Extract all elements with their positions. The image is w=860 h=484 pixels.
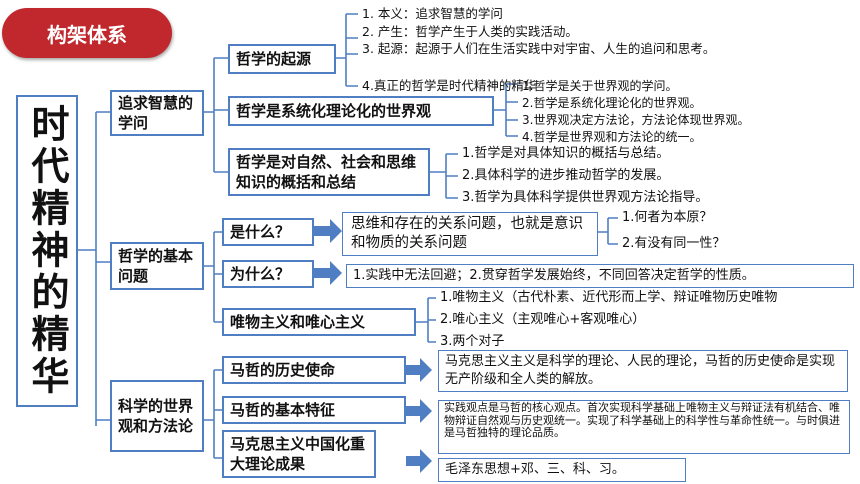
- system-box: 哲学是系统化理论化的世界观: [228, 96, 494, 126]
- schools-label: 唯物主义和唯心主义: [230, 313, 366, 331]
- features-label: 马哲的基本特征: [230, 401, 336, 419]
- arrow-icons: [314, 219, 432, 473]
- origin-label: 哲学的起源: [236, 50, 312, 68]
- section-3-label: 科学的世界观和方法论: [118, 397, 194, 435]
- system-item-2: 2.哲学是系统化理论化的世界观。: [522, 96, 702, 110]
- what-item-2: 2.有没有同一性？: [622, 236, 726, 251]
- summary-item-2: 2.具体科学的进步推动哲学的发展。: [462, 168, 670, 183]
- origin-item-2: 2. 产生：哲学产生于人类的实践活动。: [362, 24, 578, 39]
- origin-item-1: 1. 本义：追求智慧的学问: [362, 6, 503, 21]
- sinicization-label: 马克思主义中国化重大理论成果: [230, 435, 366, 473]
- why-label: 为什么？: [230, 265, 291, 283]
- arrow-icon-what: [314, 219, 342, 243]
- main-title: 时代精神的精华: [25, 104, 69, 398]
- summary-item-3: 3.哲学为具体科学提供世界观方法论指导。: [462, 190, 709, 205]
- origin-item-3: 3. 起源：起源于人们在生活实践中对宇宙、人生的追问和思考。: [362, 41, 716, 56]
- sinicization-text: 毛泽东思想+邓、三、科、习。: [438, 458, 686, 482]
- arrow-icon-mission: [406, 358, 432, 382]
- section-2-label: 哲学的基本问题: [118, 247, 194, 285]
- what-label: 是什么？: [230, 223, 291, 241]
- summary-box: 哲学是对自然、社会和思维知识的概括和总结: [228, 148, 430, 196]
- features-box: 马哲的基本特征: [222, 396, 406, 424]
- system-label: 哲学是系统化理论化的世界观: [236, 102, 432, 120]
- arrow-icon-features: [406, 399, 432, 423]
- section-1-box: 追求智慧的学问: [110, 90, 204, 136]
- mission-label: 马哲的历史使命: [230, 361, 336, 379]
- what-answer: 思维和存在的关系问题，也就是意识和物质的关系问题: [342, 212, 598, 256]
- origin-item-4: 4.真正的哲学是时代精神的精华: [362, 78, 537, 93]
- arrow-icon-sinicization: [406, 449, 432, 473]
- mission-text: 马克思主义主义是科学的理论、人民的理论，马哲的历史使命是实现无产阶级和全人类的解…: [438, 350, 848, 392]
- summary-label: 哲学是对自然、社会和思维知识的概括和总结: [236, 153, 417, 191]
- sinicization-box: 马克思主义中国化重大理论成果: [222, 430, 376, 478]
- why-box: 为什么？: [222, 260, 314, 288]
- schools-item-3: 3.两个对子: [440, 334, 505, 349]
- system-item-3: 3.世界观决定方法论，方法论体现世界观。: [522, 113, 750, 127]
- features-text: 实践观点是马哲的核心观点。首次实现科学基础上唯物主义与辩证法有机结合、唯物辩证自…: [438, 400, 850, 454]
- section-3-box: 科学的世界观和方法论: [110, 380, 204, 452]
- main-title-box: 时代精神的精华: [16, 95, 78, 407]
- system-item-1: 1.哲学是关于世界观的学问。: [522, 79, 678, 93]
- schools-item-2: 2.唯心主义（主观唯心+客观唯心）: [440, 312, 646, 327]
- why-answer: 1.实践中无法回避；2.贯穿哲学发展始终，不同回答决定哲学的性质。: [346, 264, 854, 288]
- mission-box: 马哲的历史使命: [222, 356, 406, 384]
- section-2-box: 哲学的基本问题: [110, 242, 204, 290]
- section-badge: 构架体系: [2, 8, 172, 58]
- schools-item-1: 1.唯物主义（古代朴素、近代形而上学、辩证唯物历史唯物: [440, 290, 778, 305]
- what-item-1: 1.何者为本原？: [622, 210, 713, 225]
- what-box: 是什么？: [222, 218, 314, 246]
- arrow-icon-why: [314, 261, 342, 285]
- section-1-label: 追求智慧的学问: [118, 94, 194, 132]
- summary-item-1: 1.哲学是对具体知识的概括与总结。: [462, 146, 670, 161]
- system-item-4: 4.哲学是世界观和方法论的统一。: [522, 130, 702, 144]
- schools-box: 唯物主义和唯心主义: [222, 308, 416, 336]
- origin-box: 哲学的起源: [228, 44, 336, 74]
